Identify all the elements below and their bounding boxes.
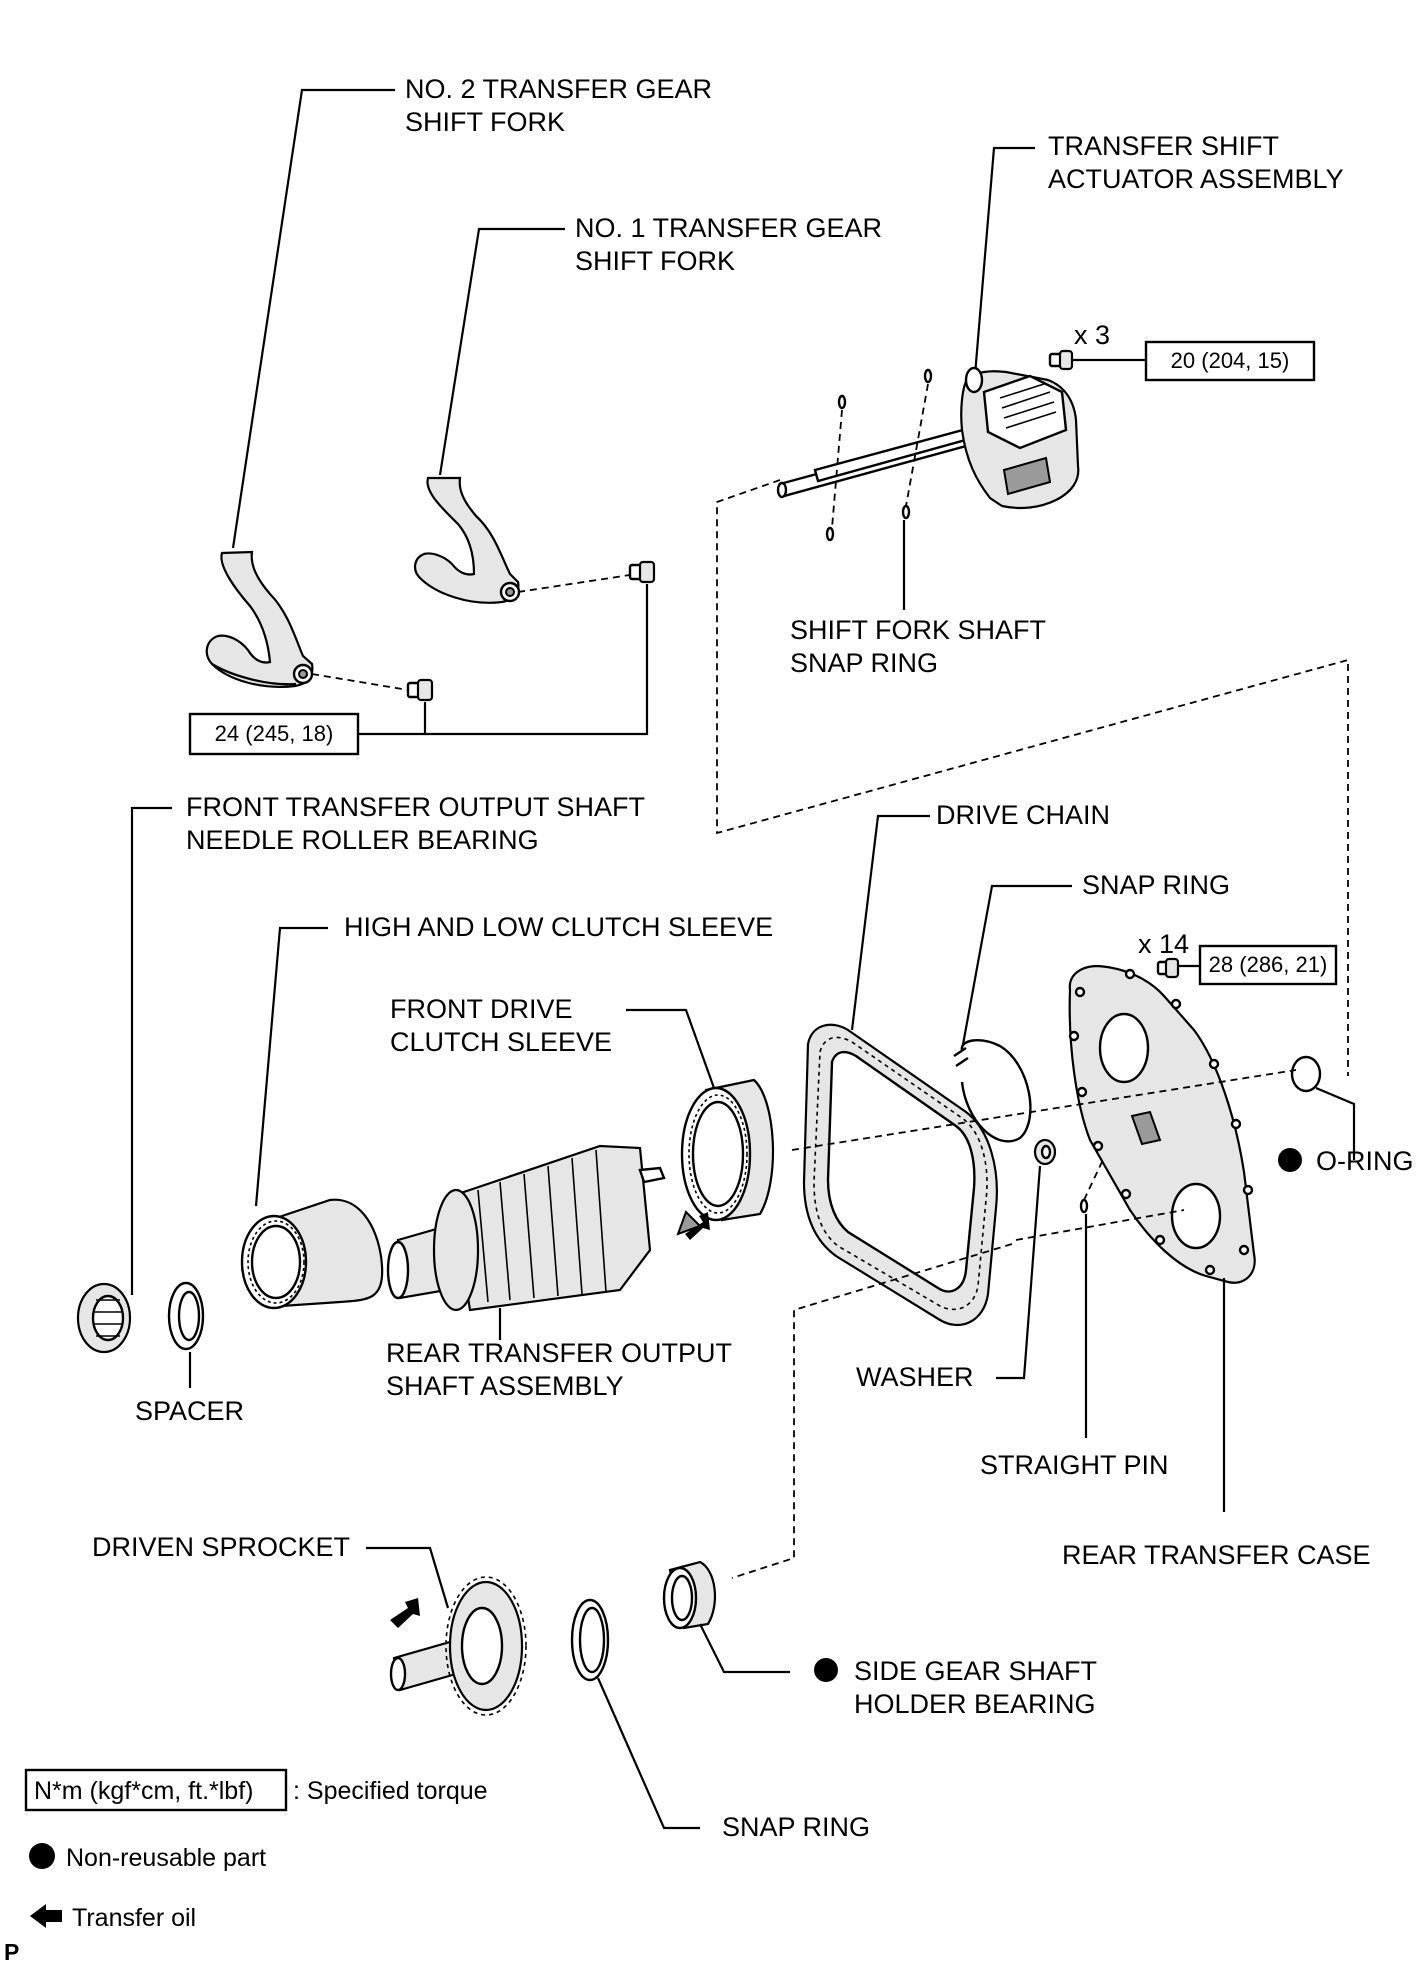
no2-fork-label-line2: SHIFT FORK — [405, 107, 565, 137]
case-torque-value: 28 (286, 21) — [1209, 952, 1328, 977]
no2-fork-label-line1: NO. 2 TRANSFER GEAR — [405, 74, 712, 104]
spacer — [167, 1281, 205, 1388]
fork-torque-box — [188, 712, 360, 756]
rear-transfer-case — [1068, 964, 1256, 1512]
actuator-label-line1: TRANSFER SHIFT — [1048, 131, 1279, 161]
side-gear-label-line2: HOLDER BEARING — [854, 1689, 1096, 1719]
needle-bearing-label-line2: NEEDLE ROLLER BEARING — [186, 825, 539, 855]
washer-label: WASHER — [856, 1362, 974, 1392]
drive-chain — [802, 814, 998, 1326]
actuator-bolt — [1048, 349, 1146, 371]
rear-case-label: REAR TRANSFER CASE — [1062, 1540, 1371, 1570]
legend-torque-text: : Specified torque — [293, 1777, 488, 1805]
case-bolt — [1156, 957, 1200, 979]
legend-torque-box — [24, 1768, 288, 1812]
driven-sprocket — [366, 1546, 527, 1716]
snap-ring-shaft-label-line1: SHIFT FORK SHAFT — [790, 615, 1046, 645]
no2-transfer-gear-shift-fork — [205, 88, 395, 688]
alignment-line-bearing — [731, 1243, 1013, 1579]
transfer-oil-arrow-front-clutch — [685, 1212, 710, 1240]
transfer-shift-actuator-assembly — [776, 146, 1080, 542]
side-gear-shaft-holder-bearing — [662, 1560, 790, 1674]
no1-transfer-gear-shift-fork — [414, 227, 565, 604]
fork-bolt-lower — [311, 673, 434, 702]
legend-torque-box-text: N*m (kgf*cm, ft.*lbf) — [34, 1777, 253, 1805]
legend-transfer-oil-text: Transfer oil — [72, 1904, 196, 1932]
alignment-line-upper — [791, 1069, 1297, 1151]
legend-non-reusable-icon — [29, 1843, 55, 1869]
fork-bolt-upper — [517, 560, 656, 593]
actuator-label-line2: ACTUATOR ASSEMBLY — [1048, 164, 1344, 194]
corner-mark: P — [4, 1939, 19, 1963]
washer — [996, 1138, 1057, 1380]
front-clutch-label-line2: CLUTCH SLEEVE — [390, 1027, 612, 1057]
actuator-torque-value: 20 (204, 15) — [1171, 348, 1290, 373]
rear-transfer-output-shaft-assembly — [386, 1144, 666, 1340]
rear-shaft-label-line1: REAR TRANSFER OUTPUT — [386, 1338, 732, 1368]
no1-fork-label-line2: SHIFT FORK — [575, 246, 735, 276]
o-ring-label: O-RING — [1316, 1146, 1414, 1176]
front-output-shaft-needle-roller-bearing — [76, 806, 172, 1354]
needle-bearing-label-line1: FRONT TRANSFER OUTPUT SHAFT — [186, 792, 645, 822]
no1-fork-label-line1: NO. 1 TRANSFER GEAR — [575, 213, 882, 243]
side-gear-non-reusable-icon — [814, 1658, 838, 1682]
alignment-line-lower — [1015, 1209, 1185, 1241]
snap-ring-bottom-label: SNAP RING — [722, 1812, 870, 1842]
actuator-bolt-qty: x 3 — [1074, 320, 1110, 350]
drive-chain-label: DRIVE CHAIN — [936, 800, 1110, 830]
high-and-low-clutch-sleeve — [240, 926, 384, 1310]
legend-non-reusable-text: Non-reusable part — [66, 1844, 266, 1872]
legend: N*m (kgf*cm, ft.*lbf) : Specified torque… — [4, 1768, 488, 1963]
spacer-label: SPACER — [135, 1396, 244, 1426]
fork-torque-value: 24 (245, 18) — [215, 721, 334, 746]
straight-pin-label: STRAIGHT PIN — [980, 1450, 1169, 1480]
alignment-line-actuator — [716, 479, 1349, 1076]
driven-sprocket-label: DRIVEN SPROCKET — [92, 1532, 350, 1562]
snap-ring-top-label: SNAP RING — [1082, 870, 1230, 900]
hl-clutch-label: HIGH AND LOW CLUTCH SLEEVE — [344, 912, 773, 942]
o-ring — [1290, 1055, 1356, 1160]
actuator-torque-box — [1144, 340, 1316, 382]
snap-ring-bottom — [570, 1598, 700, 1830]
front-drive-clutch-sleeve — [626, 1008, 775, 1236]
rear-shaft-label-line2: SHAFT ASSEMBLY — [386, 1371, 624, 1401]
front-clutch-label-line1: FRONT DRIVE — [390, 994, 573, 1024]
case-torque-box — [1198, 944, 1338, 986]
case-bolt-qty: x 14 — [1138, 929, 1189, 959]
side-gear-label-line1: SIDE GEAR SHAFT — [854, 1656, 1097, 1686]
snap-ring-top — [953, 884, 1072, 1143]
legend-transfer-oil-arrow-icon — [30, 1904, 62, 1928]
o-ring-non-reusable-icon — [1278, 1148, 1302, 1172]
transfer-oil-arrow-sprocket — [390, 1598, 420, 1628]
snap-ring-shaft-label-line2: SNAP RING — [790, 648, 938, 678]
